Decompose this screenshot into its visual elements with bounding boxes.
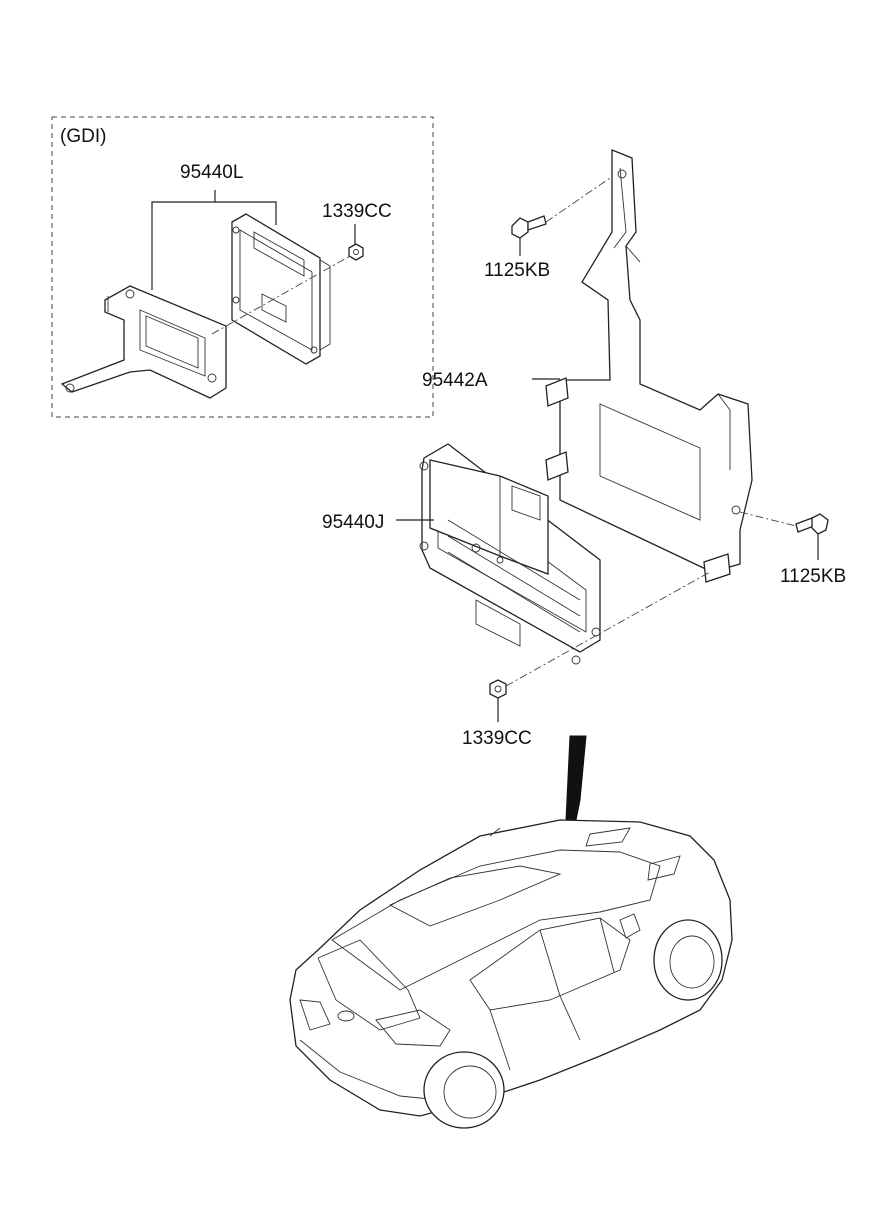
main-ecu <box>419 443 601 665</box>
gdi-fastener-axis <box>211 255 351 335</box>
gdi-variant-label: (GDI) <box>60 126 106 147</box>
gdi-nut <box>348 243 364 261</box>
gdi-inset-border <box>51 116 434 418</box>
gdi-ecu <box>231 213 331 365</box>
part-label-95440j: 95440J <box>322 512 384 533</box>
nut-bottom-axis <box>505 571 711 687</box>
part-label-95442a: 95442A <box>422 370 488 391</box>
bolt-1125kb-top <box>511 215 547 239</box>
part-label-1339cc-bottom: 1339CC <box>462 728 532 749</box>
nut-1339cc-bottom <box>489 679 507 699</box>
gdi-inset: (GDI) 95440L 1339CC <box>51 116 434 418</box>
vehicle-illustration <box>289 819 733 1129</box>
part-label-95440l: 95440L <box>180 162 243 183</box>
part-label-1125kb-top: 1125KB <box>484 260 550 281</box>
part-label-1125kb-right: 1125KB <box>780 566 846 587</box>
leader-95440l <box>151 201 277 290</box>
main-bracket <box>559 149 753 573</box>
bolt-top-axis <box>545 177 611 223</box>
bolt-1125kb-right <box>795 513 829 535</box>
bolt-right-axis <box>739 511 797 527</box>
bracket-studs <box>545 377 731 583</box>
gdi-bracket <box>60 285 227 399</box>
part-label-1339cc-gdi: 1339CC <box>322 201 392 222</box>
